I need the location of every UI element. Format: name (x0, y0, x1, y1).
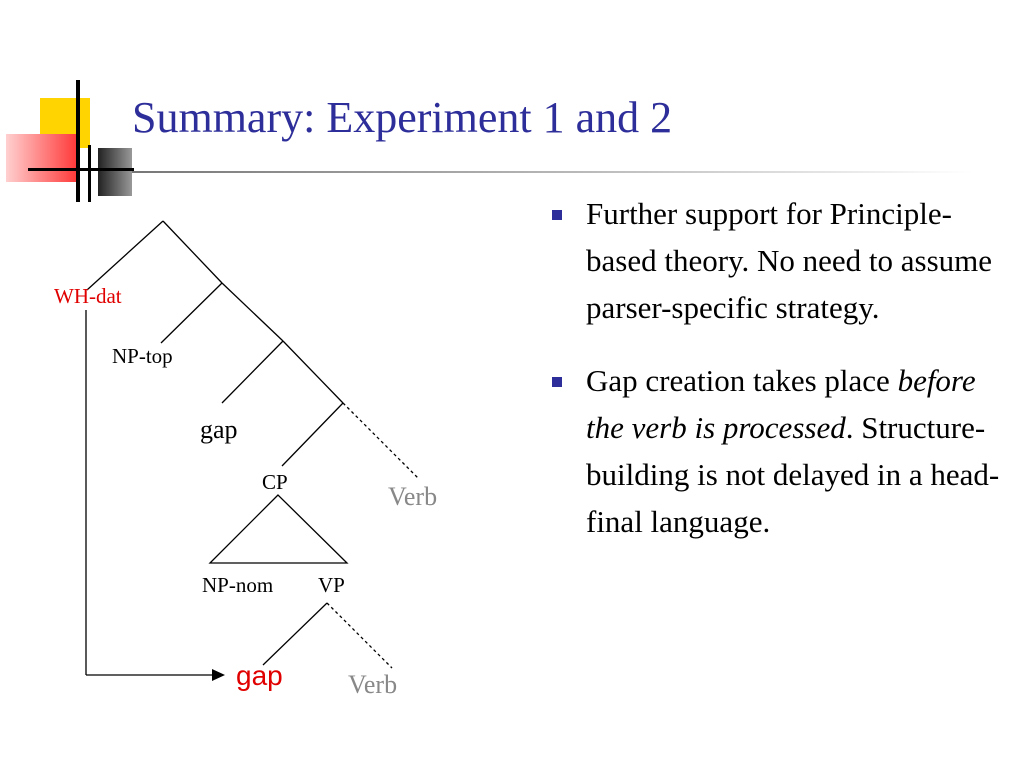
corner-horizontal-line (28, 168, 134, 171)
bullet-emphasis: before the verb is processed (586, 363, 976, 445)
tree-edge (282, 340, 344, 404)
verb-upper-label: Verb (388, 482, 438, 511)
corner-vertical-line-2 (88, 145, 91, 202)
tree-edge (342, 402, 419, 479)
bullet-text: Gap creation takes place (586, 363, 898, 398)
movement-arrowhead (212, 669, 225, 681)
np-top-label: NP-top (112, 344, 173, 368)
corner-gray-bar (98, 148, 132, 196)
bullet-text: . Structure-building is not delayed in a… (586, 410, 1000, 539)
verb-lower-label: Verb (348, 670, 398, 699)
tree-edge (86, 220, 164, 291)
tree-edge (326, 602, 393, 669)
bullet-item: Further support for Principle-based theo… (548, 190, 1008, 331)
syntax-tree (85, 220, 419, 681)
tree-edge (160, 282, 223, 344)
square-bullet-icon (552, 210, 562, 220)
vp-label: VP (318, 573, 345, 597)
wh-dat-label: WH-dat (54, 284, 122, 308)
tree-edge (281, 402, 344, 467)
title-underline (132, 171, 972, 173)
square-bullet-icon (552, 377, 562, 387)
bullet-item: Gap creation takes place before the verb… (548, 357, 1008, 545)
corner-vertical-line (76, 80, 80, 202)
gap-lower-label: gap (236, 660, 283, 691)
np-nom-label: NP-nom (202, 573, 274, 597)
tree-edge (262, 602, 328, 666)
tree-edge (221, 282, 284, 342)
gap-upper-label: gap (200, 415, 238, 444)
corner-red-gradient (6, 134, 76, 182)
slide-title: Summary: Experiment 1 and 2 (132, 93, 673, 142)
tree-edge (162, 220, 223, 284)
bullet-text: Further support for Principle-based theo… (586, 196, 993, 325)
cp-label: CP (262, 470, 288, 494)
tree-edge (221, 340, 284, 404)
cp-triangle (208, 494, 349, 564)
bullet-list: Further support for Principle-based theo… (548, 190, 1008, 545)
